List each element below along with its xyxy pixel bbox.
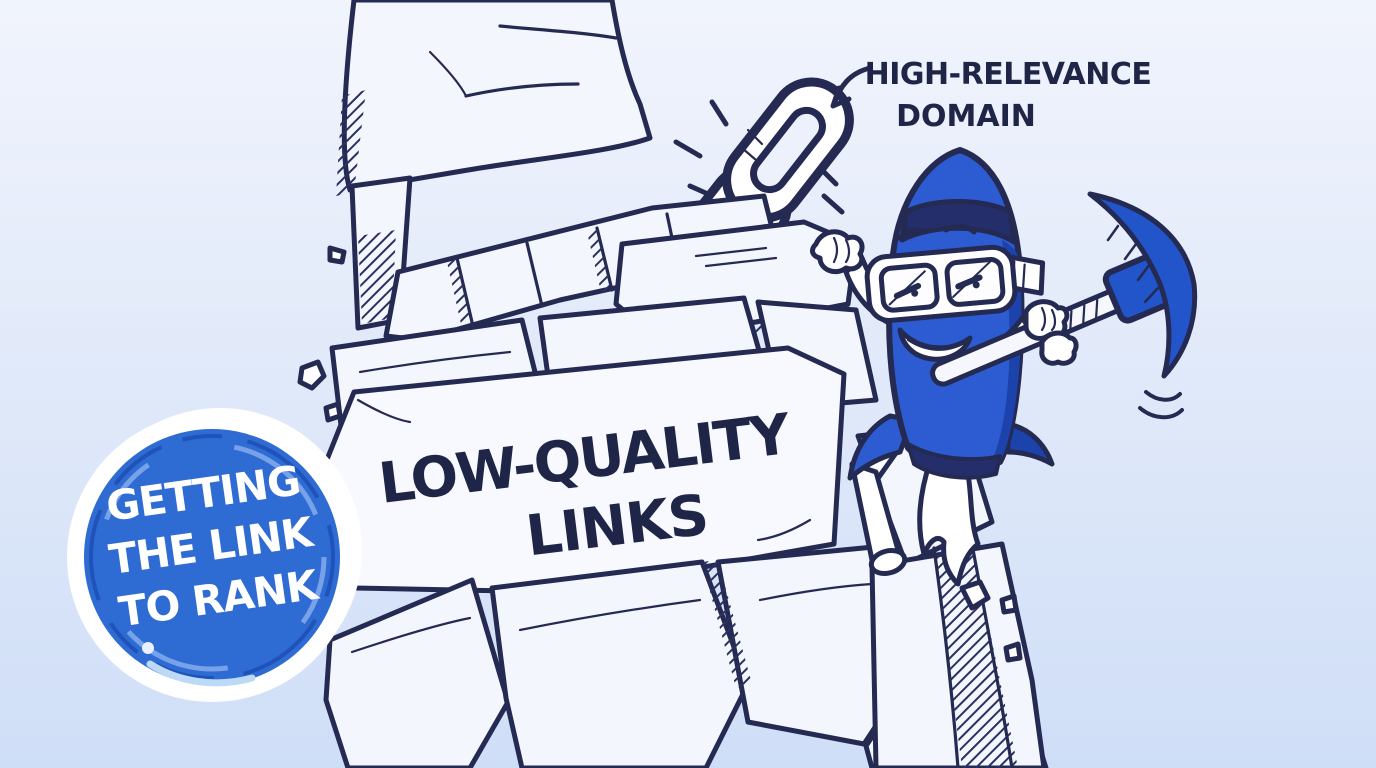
right-glove2-icon [1039, 330, 1079, 366]
rocket-character [810, 147, 1198, 587]
badge-label: GETTING THE LINK TO RANK [103, 456, 323, 636]
bottom-rocks [323, 421, 1049, 768]
nose-band [899, 199, 1017, 245]
annotation-line1: HIGH-RELEVANCE [865, 57, 1152, 92]
debris-pebbles [297, 245, 1023, 663]
annotation-line2: DOMAIN [896, 99, 1036, 134]
left-fin [847, 413, 915, 481]
eyebrows [897, 223, 977, 241]
annotation-arrow-icon [830, 65, 873, 109]
rock-tower-upper [336, 0, 653, 331]
sparkle-lines-icon [673, 99, 845, 215]
high-relevance-annotation: HIGH-RELEVANCE DOMAIN [830, 57, 1152, 134]
rock-tower-main [297, 193, 1049, 768]
right-glove-icon [1023, 299, 1070, 341]
safety-goggles-icon [864, 244, 1046, 323]
badge-sticker: GETTING THE LINK TO RANK [67, 408, 362, 702]
badge-circle [84, 429, 340, 685]
rocket-flame-icon [917, 459, 981, 587]
motion-lines-icon [1138, 390, 1184, 420]
pickaxe-blade [1087, 191, 1198, 379]
right-fin [1005, 421, 1055, 467]
nozzle-band [906, 442, 1002, 480]
